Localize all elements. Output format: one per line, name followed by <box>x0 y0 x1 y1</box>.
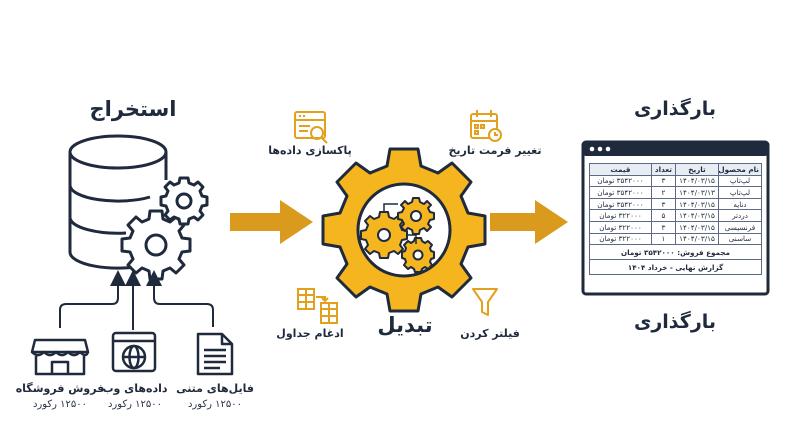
source-count-web: ۱۲۵۰۰ رکورد <box>107 399 163 410</box>
source-count-store: ۱۲۵۰۰ رکورد <box>32 399 88 410</box>
op-label-filter: فیلتر کردن <box>460 327 520 340</box>
load-title-top: بارگذاری <box>633 98 717 120</box>
cell: ۳ <box>650 220 677 234</box>
cell: ۱۴۰۴/۰۳/۱۳ <box>675 186 719 199</box>
cell: ۱۴۰۴/۰۳/۱۵ <box>675 197 719 211</box>
cell: ۳۲۲۰۰۰ تومان <box>589 220 652 234</box>
source-connectors <box>59 270 214 330</box>
op-label-merge: ادغام جداول <box>276 327 344 340</box>
table-row: دنایه ۱۴۰۴/۰۳/۱۵ ۳ ۳۵۴۲۰۰۰ تومان <box>589 197 762 211</box>
source-name-text-files: فایل‌های متنی <box>176 382 254 395</box>
header-product: نام محصول <box>718 163 762 176</box>
cell: لپ‌تاپ <box>718 174 762 188</box>
calendar-icon <box>470 110 502 142</box>
extract-title: استخراج <box>89 97 177 121</box>
source-name-web: داده‌های وب <box>102 382 168 395</box>
arrow-transform-to-load <box>490 200 568 244</box>
table-row: فرنسیسی ۱۴۰۴/۰۳/۱۵ ۳ ۳۲۲۰۰۰ تومان <box>589 220 762 234</box>
header-date: تاریخ <box>675 163 719 176</box>
gear-small-icon <box>159 176 209 226</box>
funnel-icon <box>472 288 498 316</box>
table-row: لپ‌تاپ ۱۴۰۴/۰۳/۱۵ ۳ ۳۵۴۲۰۰۰ تومان <box>589 174 762 188</box>
web-globe-icon <box>111 331 157 373</box>
transform-title: تبدیل <box>377 313 433 337</box>
source-name-store: فروش فروشگاه <box>15 382 105 395</box>
cell: ۳۲۲۰۰۰ تومان <box>589 232 652 246</box>
cell: ۳ <box>650 197 677 211</box>
gear-large-icon <box>120 209 192 281</box>
cell: ساسنی <box>718 232 762 246</box>
cell: ۳۵۴۲۰۰۰ تومان <box>589 197 652 211</box>
cell: ۵ <box>650 209 677 222</box>
document-icon <box>196 332 234 376</box>
data-cleaning-icon <box>294 111 328 144</box>
arrow-extract-to-transform <box>230 200 313 244</box>
table-row: دردتر ۱۴۰۴/۰۳/۱۵ ۵ ۳۲۲۰۰۰ تومان <box>589 209 762 222</box>
source-count-text-files: ۱۲۵۰۰ رکورد <box>187 399 243 410</box>
table-footer-row: گزارش نهایی - خرداد ۱۴۰۴ <box>589 259 762 276</box>
storefront-icon <box>30 338 90 376</box>
cell: ۱۴۰۴/۰۳/۱۵ <box>675 220 719 234</box>
cell: ۳۵۴۲۰۰۰ تومان <box>589 186 652 199</box>
header-quantity: تعداد <box>650 163 677 176</box>
cell: ۱۴۰۴/۰۳/۱۵ <box>675 232 719 246</box>
table-row: ساسنی ۱۴۰۴/۰۳/۱۵ ۱ ۳۲۲۰۰۰ تومان <box>589 232 762 246</box>
cell: دنایه <box>718 197 762 211</box>
transform-gear-icon <box>321 147 487 313</box>
cell: فرنسیسی <box>718 220 762 234</box>
op-label-date-format: تغییر فرمت تاریخ <box>448 144 542 157</box>
result-table: نام محصول تاریخ تعداد قیمت لپ‌تاپ ۱۴۰۴/۰… <box>589 163 762 276</box>
cell: ۱۴۰۴/۰۳/۱۵ <box>675 174 719 188</box>
sales-total: مجموع فروش: ۳۵۴۲۰۰۰ تومان <box>589 244 762 261</box>
merge-tables-icon <box>297 288 338 324</box>
cell: دردتر <box>718 209 762 222</box>
cell: ۱۴۰۴/۰۳/۱۵ <box>675 209 719 222</box>
report-footer: گزارش نهایی - خرداد ۱۴۰۴ <box>589 259 762 276</box>
cell: ۳۵۴۲۰۰۰ تومان <box>589 174 652 188</box>
table-row: لپ‌تاپ ۱۴۰۴/۰۳/۱۳ ۲ ۳۵۴۲۰۰۰ تومان <box>589 186 762 199</box>
load-title-bottom: بارگذاری <box>633 311 717 333</box>
cell: ۲ <box>650 186 677 199</box>
cell: لپ‌تاپ <box>718 186 762 199</box>
cell: ۳ <box>650 174 677 188</box>
table-total-row: مجموع فروش: ۳۵۴۲۰۰۰ تومان <box>589 244 762 261</box>
cell: ۱ <box>650 232 677 246</box>
op-label-cleaning: پاکسازی داده‌ها <box>268 144 352 157</box>
cell: ۳۲۲۰۰۰ تومان <box>589 209 652 222</box>
header-price: قیمت <box>589 163 652 176</box>
table-header-row: نام محصول تاریخ تعداد قیمت <box>589 163 762 176</box>
